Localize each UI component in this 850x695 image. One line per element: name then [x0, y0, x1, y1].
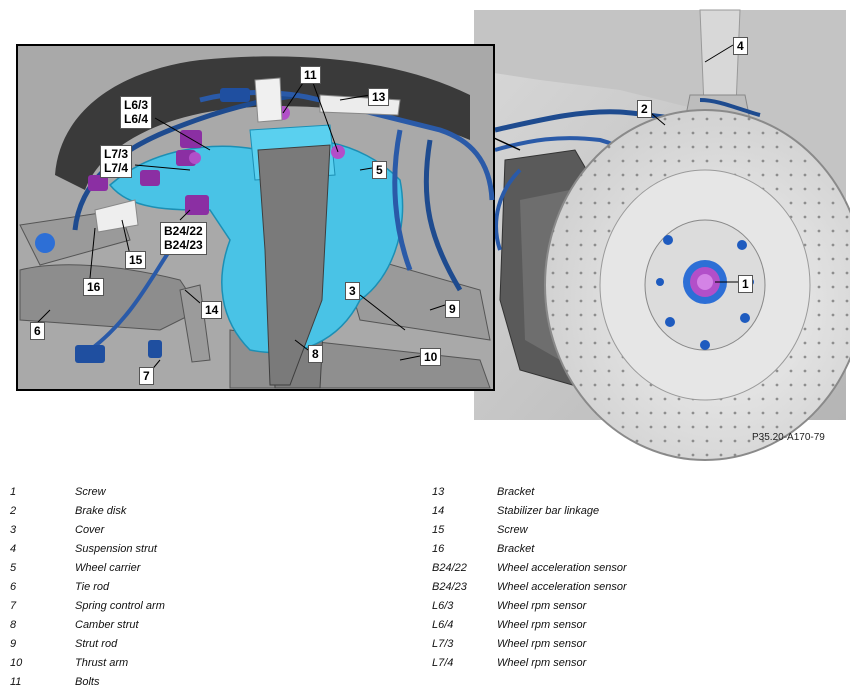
legend-key: 5	[10, 561, 17, 574]
legend-key: 1	[10, 485, 17, 498]
callout-3: 3	[345, 282, 360, 300]
legend-desc: Bracket	[497, 485, 535, 498]
legend-key: 13	[432, 485, 445, 498]
legend-desc: Wheel acceleration sensor	[497, 581, 627, 594]
callout-4: 4	[733, 37, 748, 55]
legend-row: 10 Thrust arm	[10, 654, 165, 673]
legend-key: 4	[10, 542, 17, 555]
legend-key: 6	[10, 581, 17, 594]
legend-row: B24/23 Wheel acceleration sensor	[432, 577, 627, 596]
legend-row: 5 Wheel carrier	[10, 558, 165, 577]
legend-row: 7 Spring control arm	[10, 597, 165, 616]
legend-key: L7/3	[432, 638, 454, 651]
callout-2: 2	[637, 100, 652, 118]
legend-desc: Wheel rpm sensor	[497, 638, 587, 651]
legend-desc: Wheel rpm sensor	[497, 619, 587, 632]
legend-desc: Cover	[75, 523, 105, 536]
legend-desc: Suspension strut	[75, 542, 157, 555]
legend-desc: Wheel carrier	[75, 561, 141, 574]
legend-desc: Screw	[75, 485, 106, 498]
figure-code: P35.20-A170-79	[752, 432, 825, 443]
legend-desc: Thrust arm	[75, 657, 129, 670]
callout-l6-4: L6/4	[120, 111, 153, 129]
callout-6: 6	[30, 322, 45, 340]
legend-row: 6 Tie rod	[10, 577, 165, 596]
legend-key: 3	[10, 523, 17, 536]
legend-desc: Spring control arm	[75, 600, 165, 613]
callout-9: 9	[445, 300, 460, 318]
callout-5: 5	[372, 161, 387, 179]
legend-row: 16 Bracket	[432, 539, 627, 558]
callout-13: 13	[368, 88, 390, 106]
legend-key: 9	[10, 638, 17, 651]
callout-1: 1	[738, 275, 753, 293]
legend-key: B24/22	[432, 561, 467, 574]
legend-row: L7/3 Wheel rpm sensor	[432, 635, 627, 654]
legend-desc: Screw	[497, 523, 528, 536]
callout-b24-22: B24/22	[160, 222, 207, 240]
legend-key: L6/4	[432, 619, 454, 632]
legend-row: 11 Bolts	[10, 673, 165, 692]
callout-l6-3: L6/3	[120, 96, 153, 114]
legend-key: 8	[10, 619, 17, 632]
legend-key: 7	[10, 600, 17, 613]
legend-key: 14	[432, 504, 445, 517]
suspension-illustration	[16, 9, 850, 461]
legend-desc: Wheel rpm sensor	[497, 657, 587, 670]
legend-key: 10	[10, 657, 23, 670]
callout-l7-4: L7/4	[100, 160, 133, 178]
legend-key: 15	[432, 523, 445, 536]
legend-desc: Wheel acceleration sensor	[497, 561, 627, 574]
callout-8: 8	[308, 345, 323, 363]
callout-15: 15	[125, 251, 147, 269]
legend-row: 2 Brake disk	[10, 501, 165, 520]
legend-row: 8 Camber strut	[10, 616, 165, 635]
legend-desc: Brake disk	[75, 504, 127, 517]
legend-key: B24/23	[432, 581, 467, 594]
legend-row: 13 Bracket	[432, 482, 627, 501]
brake-disk-view	[474, 9, 850, 461]
legend-row: 15 Screw	[432, 520, 627, 539]
callout-16: 16	[83, 278, 105, 296]
legend-desc: Camber strut	[75, 619, 139, 632]
legend-row: 4 Suspension strut	[10, 539, 165, 558]
legend-desc: Tie rod	[75, 581, 110, 594]
legend-row: 14 Stabilizer bar linkage	[432, 501, 627, 520]
legend-desc: Bracket	[497, 542, 535, 555]
legend-desc: Bolts	[75, 676, 100, 689]
legend-key: 2	[10, 504, 17, 517]
callout-l7-3: L7/3	[100, 145, 133, 163]
callout-10: 10	[420, 348, 442, 366]
legend-row: 9 Strut rod	[10, 635, 165, 654]
legend-row: 1 Screw	[10, 482, 165, 501]
callout-14: 14	[201, 301, 223, 319]
legend-desc: Stabilizer bar linkage	[497, 504, 600, 517]
callout-7: 7	[139, 367, 154, 385]
legend-row: L6/4 Wheel rpm sensor	[432, 616, 627, 635]
legend-key: L7/4	[432, 657, 454, 670]
callout-b24-23: B24/23	[160, 237, 207, 255]
legend-desc: Strut rod	[75, 638, 118, 651]
legend-row: L7/4 Wheel rpm sensor	[432, 654, 627, 673]
legend-row: B24/22 Wheel acceleration sensor	[432, 558, 627, 577]
legend-key: L6/3	[432, 600, 454, 613]
legend-row: L6/3 Wheel rpm sensor	[432, 597, 627, 616]
legend-desc: Wheel rpm sensor	[497, 600, 587, 613]
legend-left: 1 Screw 2 Brake disk 3 Cover 4 Suspension st…	[10, 482, 165, 692]
legend-key: 16	[432, 542, 445, 555]
legend-key: 11	[10, 676, 22, 689]
suspension-detail-view	[16, 44, 495, 391]
callout-11: 11	[300, 66, 321, 84]
legend-row: 3 Cover	[10, 520, 165, 539]
